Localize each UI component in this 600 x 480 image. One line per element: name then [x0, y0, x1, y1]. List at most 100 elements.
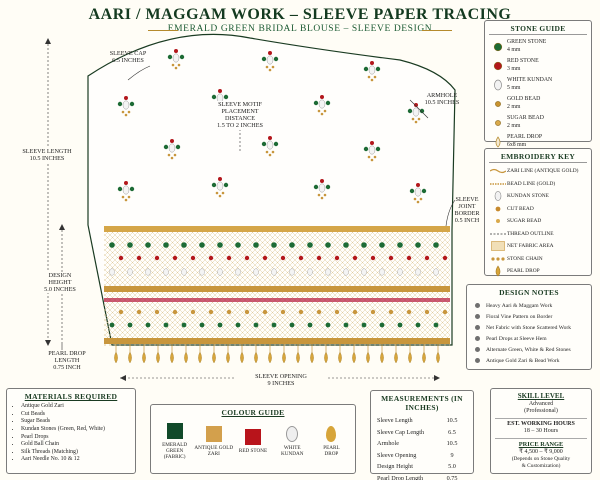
floral-motif — [167, 49, 185, 70]
red-stone — [298, 255, 304, 261]
kundan-stone-icon — [489, 190, 507, 202]
stone-size: 3 mm — [507, 65, 521, 72]
red-stone — [262, 255, 268, 261]
pearl-drop — [114, 351, 118, 364]
colour-label: RED STONE — [238, 447, 268, 454]
gold-bead — [118, 309, 124, 315]
measurement-value: 10.5 — [446, 417, 458, 425]
colour-label: ZARI — [207, 450, 220, 457]
measurements-title: MEASUREMENTS (IN INCHES) — [381, 394, 463, 412]
pearl-drop — [422, 351, 426, 364]
zari-line-icon — [489, 168, 507, 174]
stone-size: 4 mm — [507, 46, 521, 53]
red-stone — [154, 255, 160, 261]
colour-swatch — [245, 428, 261, 445]
green-stone — [253, 322, 259, 328]
pearl-drop — [254, 351, 258, 364]
middle-zari-band — [104, 286, 450, 292]
red-stone — [370, 255, 376, 261]
white-kundan — [379, 268, 385, 276]
green-stone — [397, 322, 403, 328]
white-kundan — [307, 268, 313, 276]
pearl-drop-icon — [489, 135, 507, 148]
design-notes-title: DESIGN NOTES — [499, 288, 559, 297]
embroidery-key-label: PEARL DROP — [507, 268, 540, 275]
bullet-icon — [475, 325, 480, 330]
material-item: Pearl Drops — [21, 434, 131, 442]
green-stone — [271, 242, 277, 248]
gold-bead — [424, 309, 430, 315]
scattered-motifs — [117, 49, 427, 204]
red-stone — [316, 255, 322, 261]
measurement-value: 0.75 — [446, 474, 458, 480]
page-title: AARI / MAGGAM WORK – SLEEVE PAPER TRACIN… — [88, 6, 512, 23]
gold-bead — [370, 309, 376, 315]
stone-size: 2 mm — [507, 122, 521, 129]
red-stone — [226, 255, 232, 261]
floral-motif — [261, 51, 279, 72]
green-stone — [415, 322, 421, 328]
embroidery-key-label: SUGAR BEAD — [507, 218, 542, 225]
measurement-row: Armhole 10.5 — [371, 438, 473, 450]
red-stone — [244, 255, 250, 261]
measurement-label: Sleeve Opening — [377, 451, 417, 459]
pearl-drop — [394, 351, 398, 364]
green-stone — [307, 322, 313, 328]
gold-bead — [262, 309, 268, 315]
green-stone — [145, 242, 151, 248]
red-stone — [280, 255, 286, 261]
colour-label: DROP — [324, 450, 339, 457]
price-title: PRICE RANGE — [518, 440, 564, 448]
pearl-drop — [324, 351, 328, 364]
green-stone — [307, 242, 313, 248]
floral-motif — [163, 139, 181, 160]
stone-name: GOLD BEAD — [507, 96, 541, 103]
bullet-icon — [475, 303, 480, 308]
pearl-drop — [296, 351, 300, 364]
green-stone — [253, 242, 259, 248]
red-stone — [172, 255, 178, 261]
material-item: Kundan Stones (Green, Red, White) — [21, 426, 131, 434]
embroidery-key-label: STONE CHAIN — [507, 255, 543, 262]
floral-motif — [313, 95, 331, 116]
embroidery-key-label: ZARI LINE (ANTIQUE GOLD) — [507, 168, 579, 175]
white-kundan — [433, 268, 439, 276]
stone-size: 2 mm — [507, 103, 521, 110]
design-note-text: Net Fabric with Stone Scattered Work — [486, 324, 572, 331]
stone-size: 6x8 mm — [507, 141, 527, 148]
measurement-value: 10.5 — [446, 440, 458, 448]
embroidery-key-row: THREAD OUTLINE — [489, 228, 587, 241]
gold-bead — [442, 309, 448, 315]
green-stone — [433, 242, 439, 248]
gold-bead — [298, 309, 304, 315]
thread-outline-icon — [489, 231, 507, 237]
sugar-bead-icon — [489, 217, 507, 225]
skill-level: Advanced — [528, 400, 554, 407]
measurement-value: 6.5 — [448, 428, 456, 436]
green-stone — [361, 322, 367, 328]
red-stone — [208, 255, 214, 261]
design-note-text: Heavy Aari & Maggam Work — [486, 302, 553, 309]
pearl-drop — [338, 351, 342, 364]
green-stone — [163, 322, 169, 328]
design-note-item: Floral Vine Pattern on Border — [471, 311, 587, 322]
measurement-label: Armhole — [377, 440, 399, 448]
green-stone — [433, 322, 439, 328]
materials-title: MATERIALS REQUIRED — [24, 392, 118, 401]
green-stone — [271, 322, 277, 328]
red-stone — [334, 255, 340, 261]
pearl-drop — [380, 351, 384, 364]
floral-motif — [313, 179, 331, 200]
